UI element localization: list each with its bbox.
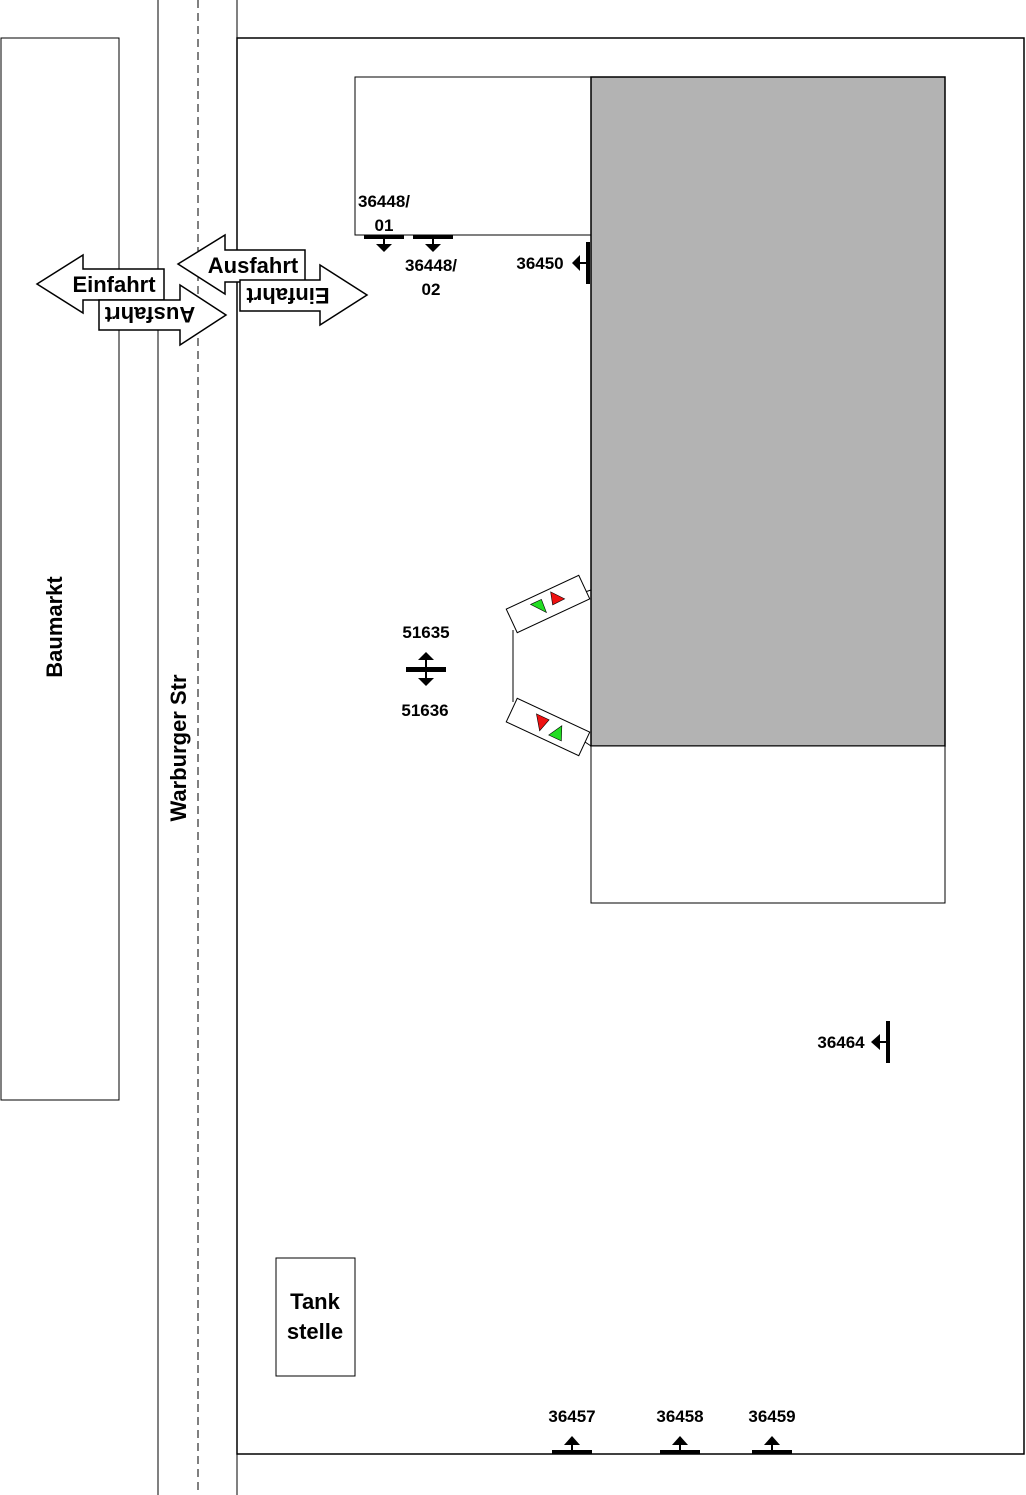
svg-text:01: 01 bbox=[375, 216, 394, 235]
sensor-36464: 36464 bbox=[817, 1021, 890, 1063]
svg-text:36457: 36457 bbox=[548, 1407, 595, 1426]
tankstelle-label-2: stelle bbox=[287, 1319, 343, 1344]
traffic-signal-bottom bbox=[505, 697, 591, 757]
main-building bbox=[590, 76, 946, 747]
svg-text:36448/: 36448/ bbox=[358, 192, 410, 211]
svg-text:51635: 51635 bbox=[402, 623, 449, 642]
svg-text:36448/: 36448/ bbox=[405, 256, 457, 275]
svg-text:Ausfahrt: Ausfahrt bbox=[208, 253, 299, 278]
svg-text:36450: 36450 bbox=[516, 254, 563, 273]
baumarkt-building bbox=[0, 37, 120, 1101]
svg-text:36458: 36458 bbox=[656, 1407, 703, 1426]
annex-building bbox=[354, 76, 592, 236]
sensor-36457: 36457 bbox=[548, 1407, 596, 1454]
arrow-ausfahrt-left: Ausfahrt bbox=[98, 283, 228, 347]
svg-text:36459: 36459 bbox=[748, 1407, 795, 1426]
sensor-36450: 36450 bbox=[516, 242, 590, 284]
svg-text:Einfahrt: Einfahrt bbox=[72, 272, 156, 297]
tankstelle-label-1: Tank bbox=[290, 1289, 340, 1314]
traffic-signal-top bbox=[505, 574, 591, 634]
street-label: Warburger Str bbox=[166, 674, 191, 822]
sensor-36459: 36459 bbox=[748, 1407, 796, 1454]
sensor-51635-51636: 51635 51636 bbox=[401, 623, 449, 720]
sensor-36448-01: 36448/ 01 bbox=[358, 192, 410, 252]
baumarkt-label: Baumarkt bbox=[42, 576, 67, 678]
site-outline bbox=[236, 37, 1025, 1455]
svg-text:Ausfahrt: Ausfahrt bbox=[104, 302, 195, 327]
svg-text:Einfahrt: Einfahrt bbox=[246, 283, 330, 308]
lower-building bbox=[590, 745, 946, 904]
tankstelle bbox=[275, 1257, 356, 1377]
svg-text:36464: 36464 bbox=[817, 1033, 865, 1052]
sensor-36458: 36458 bbox=[656, 1407, 704, 1454]
arrow-einfahrt-right: Einfahrt bbox=[239, 263, 369, 327]
sensor-36448-02: 36448/ 02 bbox=[405, 235, 457, 299]
svg-text:51636: 51636 bbox=[401, 701, 448, 720]
arrow-einfahrt-left: Einfahrt bbox=[35, 253, 165, 315]
svg-text:02: 02 bbox=[422, 280, 441, 299]
